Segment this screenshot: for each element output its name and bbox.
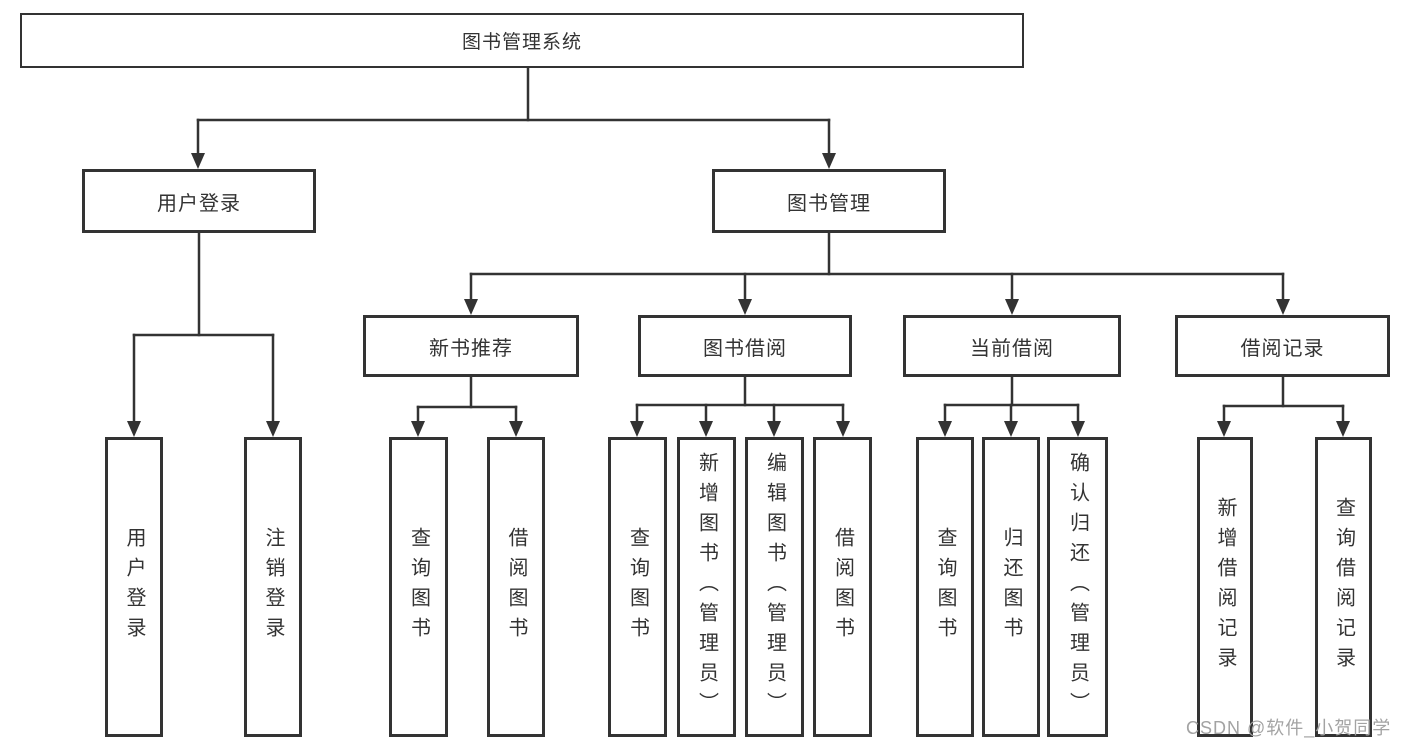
leaf-query-books-current: 查询图书: [916, 437, 974, 737]
node-label: 查询图书: [407, 527, 430, 647]
leaf-query-borrow-record: 查询借阅记录: [1315, 437, 1372, 737]
leaf-user-login: 用户登录: [105, 437, 163, 737]
leaf-borrow-books-recommend: 借阅图书: [487, 437, 545, 737]
node-label: 新书推荐: [429, 337, 513, 360]
node-label: 归还图书: [1000, 527, 1022, 647]
node-library-management-system: 图书管理系统: [20, 13, 1024, 68]
node-label: 注销登录: [262, 527, 284, 647]
node-borrowing-records: 借阅记录: [1175, 315, 1390, 377]
node-label: 图书借阅: [703, 337, 787, 360]
leaf-query-books-borrowing: 查询图书: [608, 437, 667, 737]
node-user-login: 用户登录: [82, 169, 316, 233]
node-label: 查询图书: [934, 527, 956, 647]
node-label: 查询借阅记录: [1332, 497, 1355, 677]
node-label: 用户登录: [123, 527, 145, 647]
leaf-edit-books-admin: 编辑图书（管理员）: [745, 437, 804, 737]
node-label: 确认归还（管理员）: [1066, 452, 1089, 722]
leaf-logout: 注销登录: [244, 437, 302, 737]
leaf-borrow-books-borrowing: 借阅图书: [813, 437, 872, 737]
node-label: 用户登录: [157, 192, 241, 215]
leaf-return-books: 归还图书: [982, 437, 1040, 737]
node-label: 编辑图书（管理员）: [763, 452, 786, 722]
node-new-book-recommend: 新书推荐: [363, 315, 579, 377]
node-book-management: 图书管理: [712, 169, 946, 233]
leaf-add-books-admin: 新增图书（管理员）: [677, 437, 736, 737]
node-label: 查询图书: [626, 527, 649, 647]
node-label: 借阅图书: [505, 527, 527, 647]
node-label: 新增图书（管理员）: [695, 452, 718, 722]
node-label: 新增借阅记录: [1214, 497, 1236, 677]
leaf-query-books-recommend: 查询图书: [389, 437, 448, 737]
leaf-add-borrow-record: 新增借阅记录: [1197, 437, 1253, 737]
node-current-borrowing: 当前借阅: [903, 315, 1121, 377]
node-label: 借阅图书: [831, 527, 854, 647]
node-label: 当前借阅: [970, 337, 1054, 360]
leaf-confirm-return-admin: 确认归还（管理员）: [1047, 437, 1108, 737]
node-label: 借阅记录: [1240, 337, 1325, 360]
csdn-watermark: CSDN @软件_小贺同学: [1186, 718, 1392, 738]
node-label: 图书管理: [787, 192, 871, 215]
node-book-borrowing: 图书借阅: [638, 315, 852, 377]
node-label: 图书管理系统: [461, 32, 582, 53]
